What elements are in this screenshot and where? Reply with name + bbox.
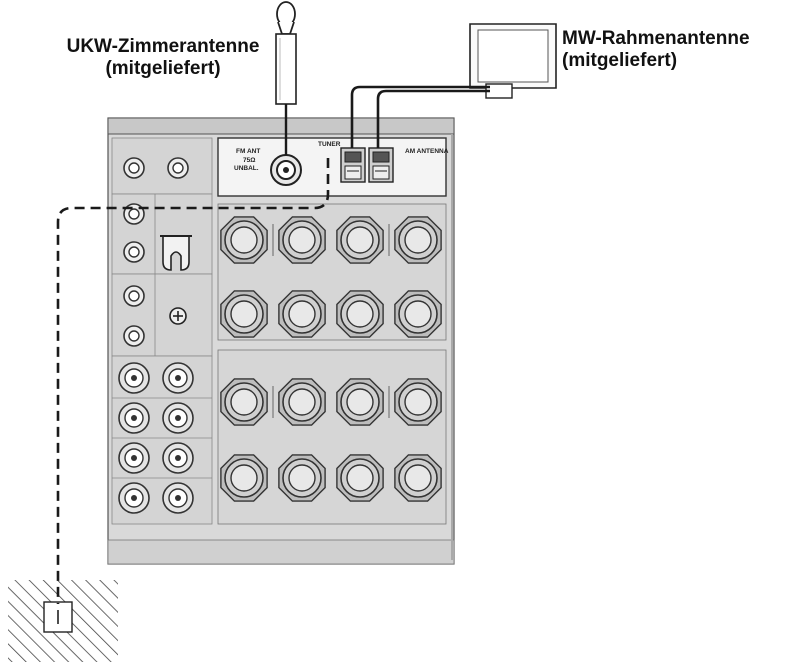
ground-terminal <box>8 580 118 662</box>
speaker-terminal-4-3[interactable] <box>336 454 384 502</box>
speaker-terminal-2-1[interactable] <box>220 290 268 338</box>
rca-jack-pair-3-2[interactable] <box>162 442 194 474</box>
speaker-terminal-1-1[interactable] <box>220 216 268 264</box>
tuner-label: TUNER <box>318 141 341 148</box>
am-antenna-cable-1 <box>376 89 490 148</box>
speaker-terminal-1-3[interactable] <box>336 216 384 264</box>
am-antenna-terminal[interactable] <box>340 147 394 183</box>
fm-indoor-antenna <box>275 1 297 155</box>
fm-jack-label-1: FM ANT <box>236 148 260 155</box>
gnd-post[interactable] <box>160 235 192 271</box>
fm-jack-label-2: 75Ω <box>243 157 255 164</box>
speaker-terminal-2-3[interactable] <box>336 290 384 338</box>
fm-antenna-label-line1: UKW-Zimmerantenne <box>66 36 260 57</box>
speaker-terminals <box>217 203 447 525</box>
fm-antenna-jack[interactable] <box>270 154 302 186</box>
speaker-terminal-3-3[interactable] <box>336 378 384 426</box>
am-jack-label: AM ANTENNA <box>405 148 449 155</box>
speaker-terminal-2-2[interactable] <box>278 290 326 338</box>
speaker-terminal-1-4[interactable] <box>394 216 442 264</box>
screw-icon <box>169 307 187 325</box>
rca-jack-pair-2-1[interactable] <box>118 402 150 434</box>
tuner-antenna-terminals: TUNER FM ANT 75Ω UNBAL. AM ANTENNA <box>217 137 449 197</box>
rca-jack-pair-3-1[interactable] <box>118 442 150 474</box>
rca-jack-pair-4-1[interactable] <box>118 482 150 514</box>
am-antenna-cable-2 <box>350 85 490 148</box>
rca-jack-1[interactable] <box>123 157 145 179</box>
am-loop-antenna <box>350 23 557 148</box>
speaker-terminal-3-2[interactable] <box>278 378 326 426</box>
rca-jack-pair-1-2[interactable] <box>162 362 194 394</box>
fm-antenna-label-line2: (mitgeliefert) <box>105 58 221 79</box>
speaker-terminal-3-4[interactable] <box>394 378 442 426</box>
ground-wire <box>56 158 330 604</box>
am-antenna-label-line1: MW-Rahmenantenne <box>562 28 750 49</box>
fm-antenna-label: UKW-Zimmerantenne (mitgeliefert) <box>55 36 271 80</box>
rca-jack-4[interactable] <box>123 241 145 263</box>
fm-jack-label-3: UNBAL. <box>234 165 259 172</box>
am-antenna-label: MW-Rahmenantenne (mitgeliefert) <box>562 28 782 72</box>
rca-jack-5[interactable] <box>123 285 145 307</box>
rca-jack-pair-2-2[interactable] <box>162 402 194 434</box>
rca-jack-pair-4-2[interactable] <box>162 482 194 514</box>
speaker-terminal-2-4[interactable] <box>394 290 442 338</box>
speaker-terminal-3-1[interactable] <box>220 378 268 426</box>
rca-jack-6[interactable] <box>123 325 145 347</box>
left-jack-column <box>111 137 213 525</box>
speaker-terminal-1-2[interactable] <box>278 216 326 264</box>
speaker-terminal-4-4[interactable] <box>394 454 442 502</box>
rca-jack-2[interactable] <box>167 157 189 179</box>
speaker-terminal-4-2[interactable] <box>278 454 326 502</box>
speaker-terminal-4-1[interactable] <box>220 454 268 502</box>
rca-jack-pair-1-1[interactable] <box>118 362 150 394</box>
am-antenna-label-line2: (mitgeliefert) <box>562 50 678 71</box>
